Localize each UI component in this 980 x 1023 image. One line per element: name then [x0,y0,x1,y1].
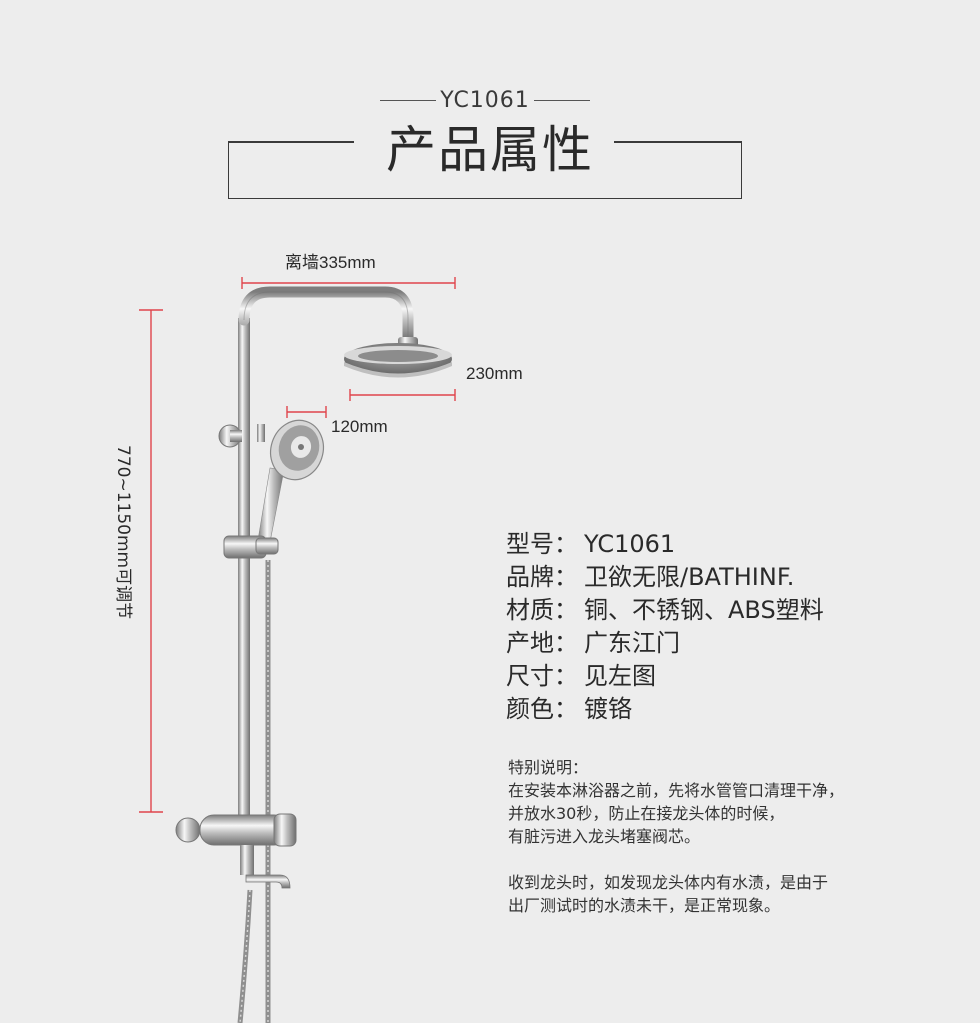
notes-line: 收到龙头时，如发现龙头体内有水渍，是由于 [508,873,829,892]
model-rule-left [380,100,436,101]
spec-row-model: 型号：YC1061 [506,528,824,561]
thermostatic-mixer [175,813,297,889]
spec-key: 产地 [506,629,554,657]
special-notes: 特别说明： 在安装本淋浴器之前，先将水管管口清理干净， 并放水30秒，防止在接龙… [508,756,844,917]
title-frame-top-left [228,141,354,143]
spec-row-material: 材质：铜、不锈钢、ABS塑料 [506,594,824,627]
spec-list: 型号：YC1061 品牌：卫欲无限/BATHINF. 材质：铜、不锈钢、ABS塑… [506,528,824,726]
notes-line: 在安装本淋浴器之前，先将水管管口清理干净， [508,781,845,800]
spec-value: 铜、不锈钢、ABS塑料 [584,596,824,624]
model-header: YC1061 [380,88,590,114]
spec-key: 颜色 [506,695,554,723]
shower-rail [238,286,414,838]
model-number: YC1061 [440,88,530,113]
title-frame-top-right [614,141,742,143]
hand-shower-size-label: 120mm [331,417,388,436]
spec-key: 材质 [506,596,554,624]
spec-separator: ： [554,563,578,591]
notes-line: 出厂测试时的水渍未干，是正常现象。 [508,896,781,915]
spec-row-brand: 品牌：卫欲无限/BATHINF. [506,561,824,594]
spec-separator: ： [554,530,578,558]
spec-row-size: 尺寸：见左图 [506,660,824,693]
spec-row-origin: 产地：广东江门 [506,627,824,660]
spec-key: 尺寸 [506,662,554,690]
spec-value: 广东江门 [584,629,680,657]
spec-value: YC1061 [584,530,676,558]
spec-key: 型号 [506,530,554,558]
height-range-label: 770~1150mm可调节 [113,445,133,620]
spec-value: 镀铬 [584,695,632,723]
spec-separator: ： [554,629,578,657]
overhead-shower-head [344,337,452,378]
spec-separator: ： [554,662,578,690]
notes-spacer [508,848,844,871]
spec-value: 卫欲无限/BATHINF. [584,563,795,591]
model-rule-right [534,100,590,101]
rail-slider [223,535,279,559]
wall-bracket [218,424,265,448]
spec-key: 品牌 [506,563,554,591]
hand-shower [257,419,325,543]
spec-value: 见左图 [584,662,656,690]
page-title: 产品属性 [386,121,594,179]
dimension-lines [139,277,456,813]
head-diameter-label: 230mm [466,364,523,383]
spec-row-color: 颜色：镀铬 [506,693,824,726]
spec-separator: ： [554,695,578,723]
title-frame [228,141,742,199]
notes-line: 并放水30秒，防止在接龙头体的时候， [508,804,785,823]
notes-line: 有脏污进入龙头堵塞阀芯。 [508,827,701,846]
spec-separator: ： [554,596,578,624]
wall-distance-label: 离墙335mm [285,253,376,272]
notes-heading: 特别说明： [508,758,589,777]
